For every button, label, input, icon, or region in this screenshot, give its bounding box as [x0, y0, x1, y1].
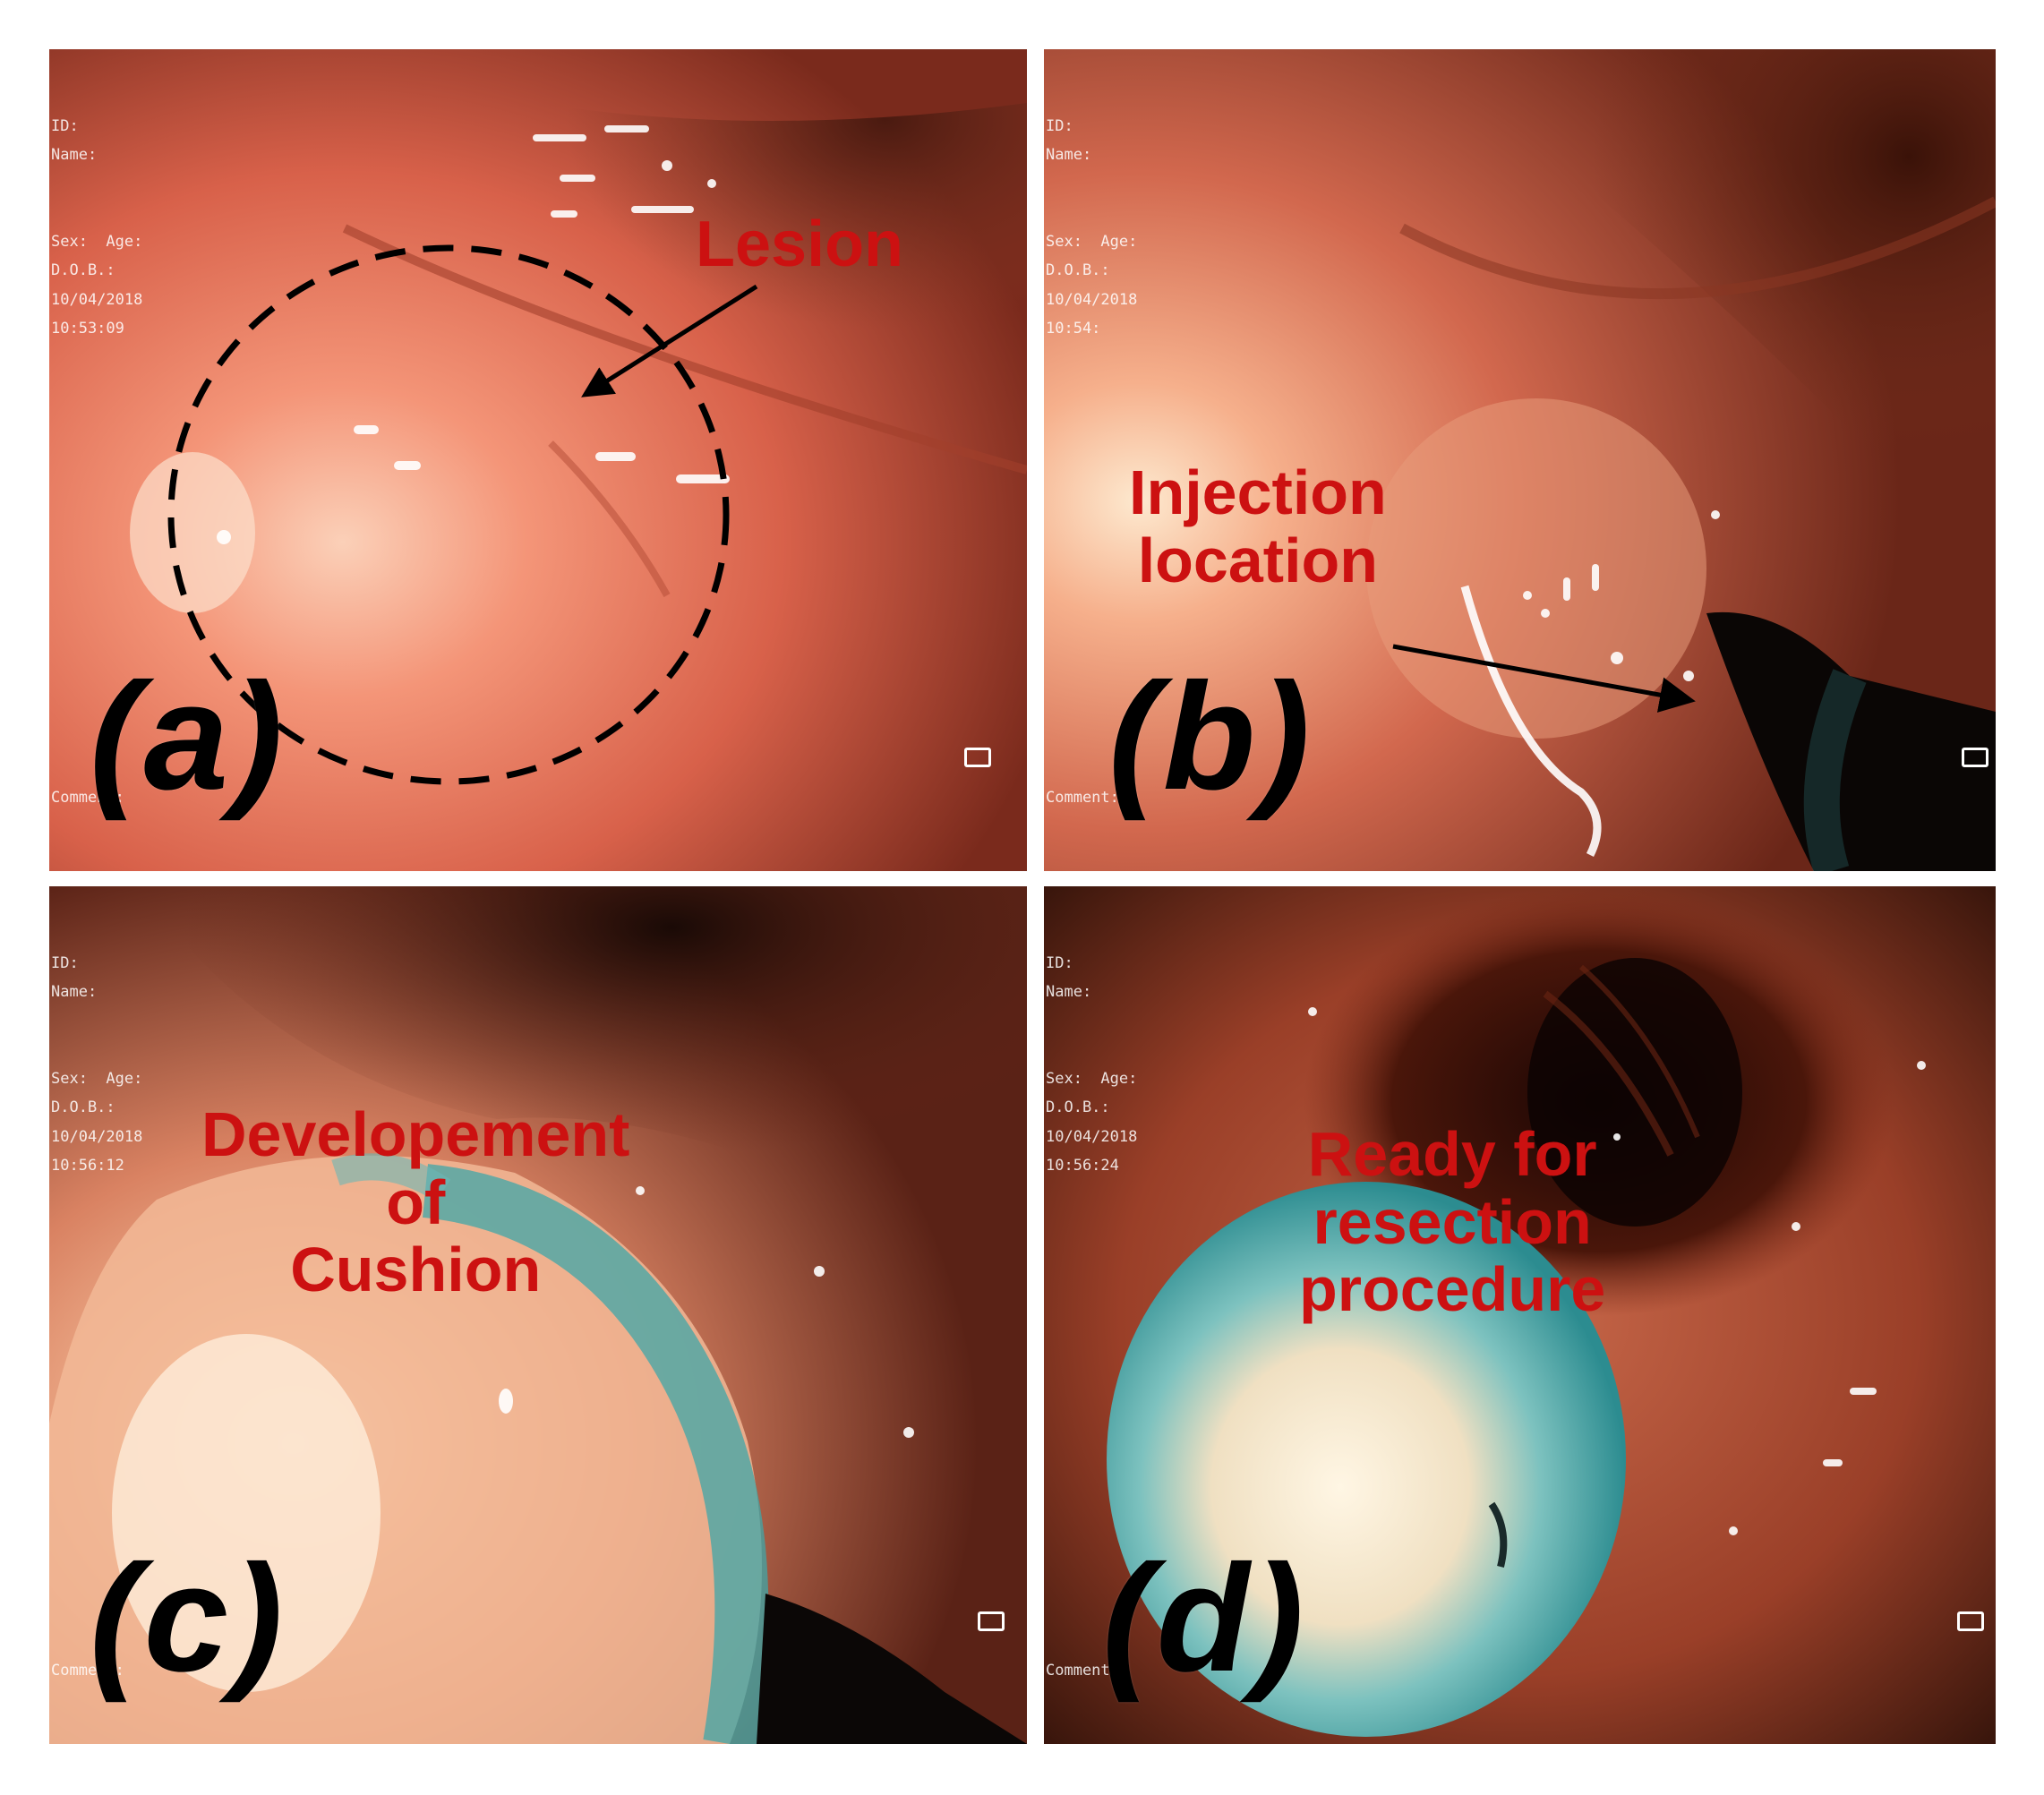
osd-name: Name: — [1046, 983, 1092, 1002]
panel-b-endoscopy-image: ID: Name: Sex: Age: D.O.B.: 10/04/2018 1… — [1044, 49, 1996, 871]
osd-name: Name: — [51, 983, 98, 1002]
osd-patient-info: ID: Name: Sex: Age: D.O.B.: 10/04/2018 1… — [1046, 949, 1137, 1180]
osd-id: ID: — [1046, 954, 1073, 972]
osd-dob: D.O.B.: — [1046, 1098, 1110, 1117]
panel-label-a: (a) — [90, 652, 287, 822]
osd-date: 10/04/2018 — [51, 1127, 143, 1146]
panel-label-b: (b) — [1108, 652, 1314, 822]
osd-id: ID: — [51, 954, 79, 972]
osd-frame-icon — [1957, 1611, 1984, 1631]
osd-date: 10/04/2018 — [51, 290, 143, 309]
osd-frame-icon — [978, 1611, 1005, 1631]
osd-sex-age: Sex: Age: — [1046, 1070, 1138, 1089]
osd-time: 10:54: — [1046, 320, 1101, 338]
osd-patient-info: ID: Name: Sex: Age: D.O.B.: 10/04/2018 1… — [1046, 112, 1137, 343]
osd-name: Name: — [1046, 146, 1092, 165]
osd-frame-icon — [1962, 748, 1988, 767]
panel-d-endoscopy-image: ID: Name: Sex: Age: D.O.B.: 10/04/2018 1… — [1044, 886, 1996, 1744]
osd-id: ID: — [1046, 117, 1073, 135]
panel-c-endoscopy-image: ID: Name: Sex: Age: D.O.B.: 10/04/2018 1… — [49, 886, 1027, 1744]
osd-id: ID: — [51, 117, 79, 135]
annotation-developement-of-cushion: Developement of Cushion — [201, 1099, 630, 1305]
osd-comment: Comment: — [51, 789, 124, 807]
osd-comment: Comment: — [1046, 789, 1119, 807]
osd-dob: D.O.B.: — [51, 261, 115, 280]
osd-patient-info: ID: Name: Sex: Age: D.O.B.: 10/04/2018 1… — [51, 112, 142, 343]
osd-sex-age: Sex: Age: — [51, 233, 143, 252]
osd-dob: D.O.B.: — [1046, 261, 1110, 280]
osd-frame-icon — [964, 748, 991, 767]
osd-date: 10/04/2018 — [1046, 290, 1138, 309]
panel-b-scene — [1044, 49, 1996, 871]
panel-a-endoscopy-image: ID: Name: Sex: Age: D.O.B.: 10/04/2018 1… — [49, 49, 1027, 871]
annotation-lesion: Lesion — [696, 209, 904, 280]
osd-sex-age: Sex: Age: — [1046, 233, 1138, 252]
osd-dob: D.O.B.: — [51, 1098, 115, 1117]
annotation-injection-location: Injection location — [1129, 457, 1387, 595]
panel-d-scene — [1044, 886, 1996, 1744]
osd-date: 10/04/2018 — [1046, 1127, 1138, 1146]
osd-comment: Comment: — [1046, 1662, 1119, 1680]
osd-sex-age: Sex: Age: — [51, 1070, 143, 1089]
osd-time: 10:56:12 — [51, 1157, 124, 1175]
osd-patient-info: ID: Name: Sex: Age: D.O.B.: 10/04/2018 1… — [51, 949, 142, 1180]
panel-label-c: (c) — [90, 1534, 287, 1704]
osd-comment: Comment: — [51, 1662, 124, 1680]
osd-time: 10:56:24 — [1046, 1157, 1119, 1175]
osd-name: Name: — [51, 146, 98, 165]
osd-time: 10:53:09 — [51, 320, 124, 338]
annotation-ready-for-resection: Ready for resection procedure — [1299, 1119, 1606, 1325]
panel-c-scene — [49, 886, 1027, 1744]
panel-label-d: (d) — [1102, 1534, 1308, 1704]
